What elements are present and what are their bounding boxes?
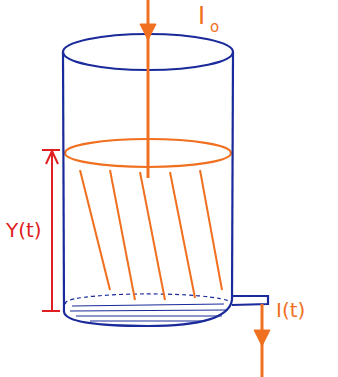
- tank-bottom-hatching: [65, 294, 230, 321]
- inflow-arrow: [140, 0, 156, 178]
- flow-label: I: [198, 4, 205, 28]
- liquid-hatching: [80, 170, 222, 300]
- flow-subscript: o: [210, 20, 219, 35]
- level-dimension: [42, 150, 60, 311]
- outflow-arrow: [254, 304, 270, 377]
- tank-outline: [63, 34, 268, 326]
- level-label: Y(t): [6, 220, 42, 240]
- flow-label: I(t): [276, 300, 305, 320]
